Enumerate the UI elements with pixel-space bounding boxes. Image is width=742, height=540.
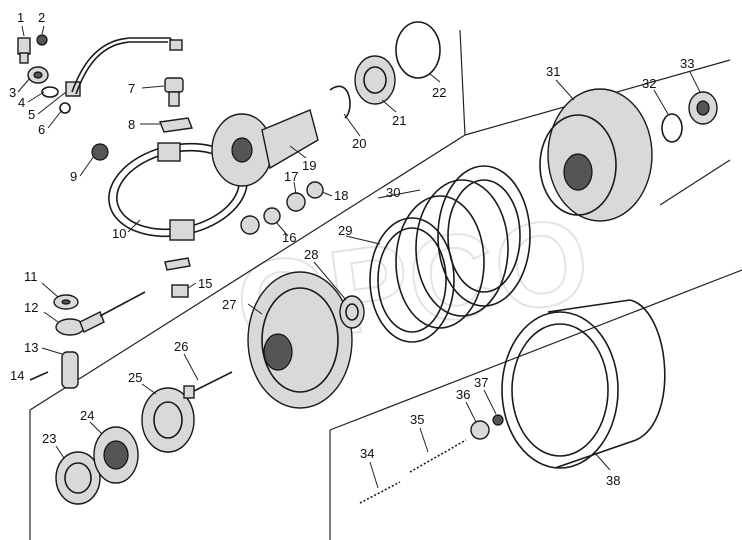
- part-30-clutch-plates: [395, 165, 531, 329]
- part-14-pin: [29, 371, 49, 381]
- part-24-bearing: [93, 426, 139, 484]
- part-16-washer: [263, 207, 281, 225]
- callout-23: 23: [42, 431, 56, 446]
- callout-22: 22: [432, 85, 446, 100]
- part-32-circlip: [661, 113, 683, 143]
- callout-4: 4: [18, 95, 25, 110]
- callout-2: 2: [38, 10, 45, 25]
- callout-26: 26: [174, 339, 188, 354]
- part-11-washer: [53, 294, 79, 310]
- part-23-seal: [55, 451, 101, 505]
- callout-8: 8: [128, 117, 135, 132]
- callout-14: 14: [10, 368, 24, 383]
- callout-37: 37: [474, 375, 488, 390]
- part-36-cap: [470, 420, 490, 440]
- part-38-outer-drum: [501, 299, 666, 469]
- part-18-nut: [306, 181, 324, 199]
- callout-18: 18: [334, 188, 348, 203]
- callout-30: 30: [386, 185, 400, 200]
- part-6-ring: [59, 102, 71, 114]
- callout-7: 7: [128, 81, 135, 96]
- part-12-lever: [55, 291, 146, 336]
- part-13-sleeve: [61, 351, 79, 389]
- callout-13: 13: [24, 340, 38, 355]
- part-29-clutch-plate: [369, 217, 455, 343]
- callout-3: 3: [9, 85, 16, 100]
- callout-17: 17: [284, 169, 298, 184]
- callout-15: 15: [198, 276, 212, 291]
- callout-21: 21: [392, 113, 406, 128]
- part-25-bearing-cage: [141, 387, 195, 453]
- part-21-seal: [354, 55, 396, 105]
- callout-35: 35: [410, 412, 424, 427]
- callout-11: 11: [24, 269, 38, 284]
- part-37-nut: [492, 414, 504, 426]
- callout-16: 16: [282, 230, 296, 245]
- part-10-brake-band: [108, 142, 260, 241]
- part-15-bolt: [164, 257, 191, 298]
- callout-34: 34: [360, 446, 374, 461]
- callout-38: 38: [606, 473, 620, 488]
- callout-12: 12: [24, 300, 38, 315]
- part-27-drum-hub: [247, 271, 353, 409]
- callout-24: 24: [80, 408, 94, 423]
- part-34-spring: [359, 481, 401, 504]
- callout-20: 20: [352, 136, 366, 151]
- part-20-circlip: [329, 85, 351, 119]
- part-4-washer: [41, 86, 59, 98]
- callout-33: 33: [680, 56, 694, 71]
- brake-pipe: [71, 37, 176, 93]
- callout-19: 19: [302, 158, 316, 173]
- callout-28: 28: [304, 247, 318, 262]
- part-26-bolt: [183, 371, 233, 399]
- part-9-nut: [91, 143, 109, 161]
- callout-5: 5: [28, 107, 35, 122]
- part-17-nut: [286, 192, 306, 212]
- callout-9: 9: [70, 169, 77, 184]
- callout-6: 6: [38, 122, 45, 137]
- part-22-ring: [395, 21, 441, 79]
- callout-27: 27: [222, 297, 236, 312]
- part-33-nut: [688, 91, 718, 125]
- part-19-flange-shaft: [211, 109, 319, 187]
- part-31-drum: [539, 88, 653, 222]
- callout-10: 10: [112, 226, 126, 241]
- part-8-tab-washer: [159, 117, 193, 133]
- callout-labels: 1 2 3 4 5 6 7 8 9 10 11 12 13 14 15 16 1…: [9, 10, 694, 488]
- part-3-nut: [27, 66, 49, 84]
- callout-31: 31: [546, 64, 560, 79]
- callout-32: 32: [642, 76, 656, 91]
- part-35-spring: [409, 439, 467, 473]
- leader-lines: [17, 25, 701, 489]
- part-2-nut: [36, 34, 48, 46]
- callout-25: 25: [128, 370, 142, 385]
- callout-29: 29: [338, 223, 352, 238]
- part-7-bleeder: [164, 77, 184, 107]
- callout-1: 1: [17, 10, 24, 25]
- part-28-washer: [339, 295, 365, 329]
- part-1-bolt: [17, 37, 31, 64]
- callout-36: 36: [456, 387, 470, 402]
